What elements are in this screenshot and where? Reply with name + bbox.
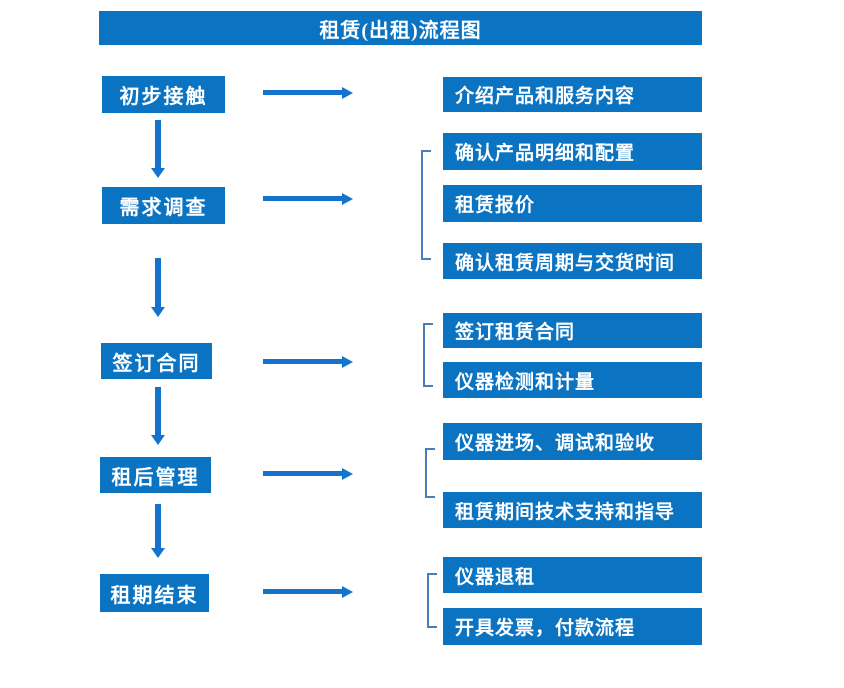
down-arrow-shaft <box>155 120 161 170</box>
group-bracket <box>427 573 437 628</box>
detail-box-invoice-payment: 开具发票，付款流程 <box>443 608 702 645</box>
right-arrow-icon <box>263 87 353 99</box>
step-box-lease-end: 租期结束 <box>100 574 209 612</box>
down-arrow-head <box>151 307 165 317</box>
right-arrow-head <box>342 468 353 480</box>
right-arrow-head <box>342 87 353 99</box>
down-arrow-icon <box>151 387 165 445</box>
detail-box-instrument-testing: 仪器检测和计量 <box>443 362 702 398</box>
detail-box-sign-rental-contract: 签订租赁合同 <box>443 313 702 348</box>
detail-box-confirm-rental-period: 确认租赁周期与交货时间 <box>443 243 702 279</box>
step-box-demand-survey: 需求调查 <box>102 187 225 224</box>
group-bracket <box>421 150 431 260</box>
step-box-post-rental-management: 租后管理 <box>100 457 211 493</box>
right-arrow-shaft <box>263 359 344 364</box>
down-arrow-icon <box>151 258 165 317</box>
down-arrow-head <box>151 168 165 178</box>
right-arrow-shaft <box>263 471 344 476</box>
group-bracket <box>425 448 435 498</box>
right-arrow-head <box>342 193 353 205</box>
detail-box-instrument-return: 仪器退租 <box>443 557 702 593</box>
down-arrow-shaft <box>155 504 161 550</box>
down-arrow-head <box>151 435 165 445</box>
detail-box-tech-support: 租赁期间技术支持和指导 <box>443 492 702 528</box>
flowchart-title: 租赁(出租)流程图 <box>99 11 702 45</box>
down-arrow-shaft <box>155 387 161 437</box>
right-arrow-shaft <box>263 90 344 95</box>
right-arrow-icon <box>263 468 353 480</box>
right-arrow-shaft <box>263 196 344 201</box>
detail-box-instrument-setup: 仪器进场、调试和验收 <box>443 423 702 460</box>
detail-box-introduce-products: 介绍产品和服务内容 <box>443 77 702 112</box>
down-arrow-head <box>151 548 165 558</box>
group-bracket <box>423 323 433 387</box>
right-arrow-icon <box>263 356 353 368</box>
detail-box-confirm-product-details: 确认产品明细和配置 <box>443 133 702 170</box>
right-arrow-shaft <box>263 589 344 594</box>
step-box-sign-contract: 签订合同 <box>101 343 212 379</box>
step-box-initial-contact: 初步接触 <box>102 76 225 113</box>
down-arrow-shaft <box>155 258 161 309</box>
down-arrow-icon <box>151 504 165 558</box>
right-arrow-head <box>342 356 353 368</box>
right-arrow-icon <box>263 586 353 598</box>
right-arrow-icon <box>263 193 353 205</box>
right-arrow-head <box>342 586 353 598</box>
down-arrow-icon <box>151 120 165 178</box>
detail-box-rental-quote: 租赁报价 <box>443 185 702 222</box>
